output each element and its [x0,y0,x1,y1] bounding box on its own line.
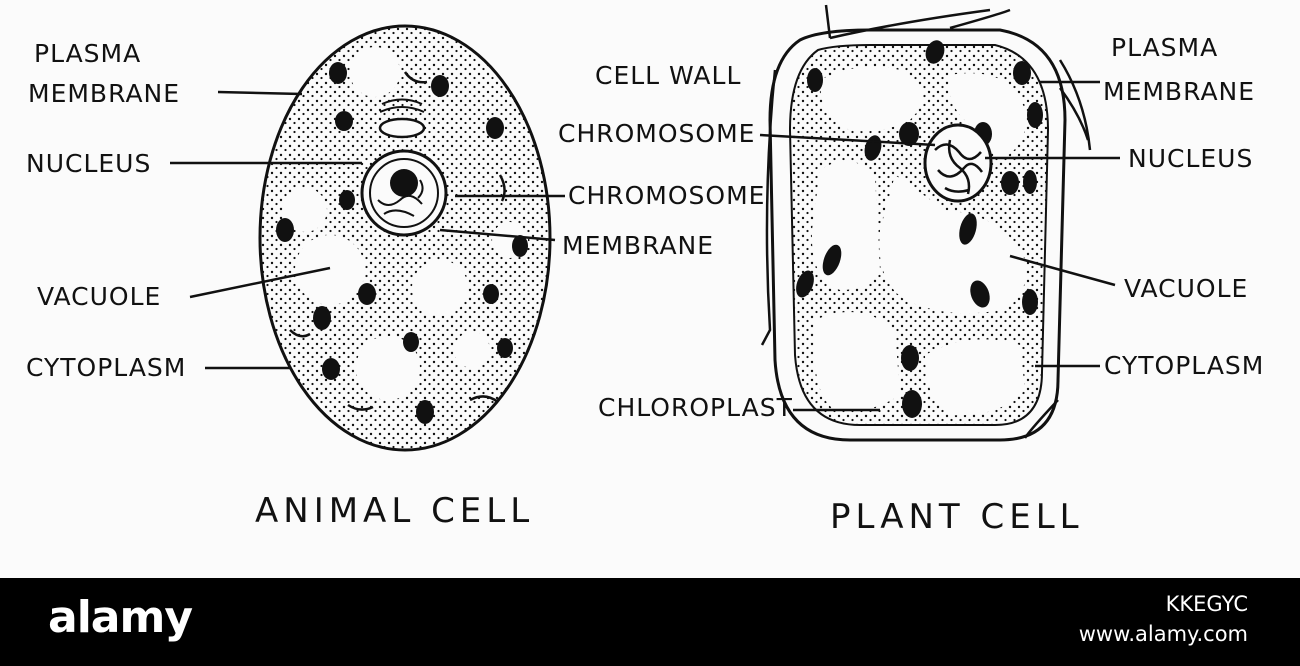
label-plant-cell-wall: CELL WALL [595,61,742,90]
label-animal-nucleus: NUCLEUS [26,149,152,178]
label-plant-chloroplast: CHLOROPLAST [598,393,793,422]
plant-vacuoles [811,66,1026,416]
animal-cell [170,24,565,452]
cell-drawing [170,4,1120,452]
brand-logo: alamy [48,592,193,643]
animal-organelles [276,62,528,424]
plant-leaders [759,80,1120,412]
label-plant-vacuole: VACUOLE [1124,274,1249,303]
label-plant-nucleus: NUCLEUS [1128,144,1254,173]
label-animal-plasma-2: MEMBRANE [28,79,181,108]
cell-diagram: PLASMA MEMBRANE NUCLEUS VACUOLE CYTOPLAS… [26,4,1265,537]
plant-cell [759,4,1120,442]
plant-neighbor-walls [760,4,1092,439]
golgi-lines [379,98,425,113]
title-plant-cell: PLANT CELL [830,497,1084,537]
label-animal-plasma-1: PLASMA [34,39,142,68]
plant-nucleus [923,123,993,203]
animal-leaders [170,90,565,370]
animal-chromatin [377,179,424,217]
plant-chromatin [934,139,984,195]
label-plant-cytoplasm: CYTOPLASM [1104,351,1265,380]
label-animal-chromosome: CHROMOSOME [568,181,766,210]
animal-fibers [289,71,506,411]
label-plant-plasma-2: MEMBRANE [1103,77,1256,106]
animal-vacuoles [283,47,528,400]
title-animal-cell: ANIMAL CELL [255,491,535,531]
label-animal-cytoplasm: CYTOPLASM [26,353,187,382]
label-plant-chromosome: CHROMOSOME [558,119,756,148]
animal-nucleolus [390,169,418,197]
watermark-footer: alamy KKEGYC www.alamy.com [0,578,1300,666]
golgi [378,117,426,139]
label-animal-vacuole: VACUOLE [37,282,162,311]
label-animal-membrane: MEMBRANE [562,231,715,260]
image-id: KKEGYC [1165,592,1248,616]
label-plant-plasma-1: PLASMA [1111,33,1219,62]
site-url: www.alamy.com [1078,622,1248,646]
